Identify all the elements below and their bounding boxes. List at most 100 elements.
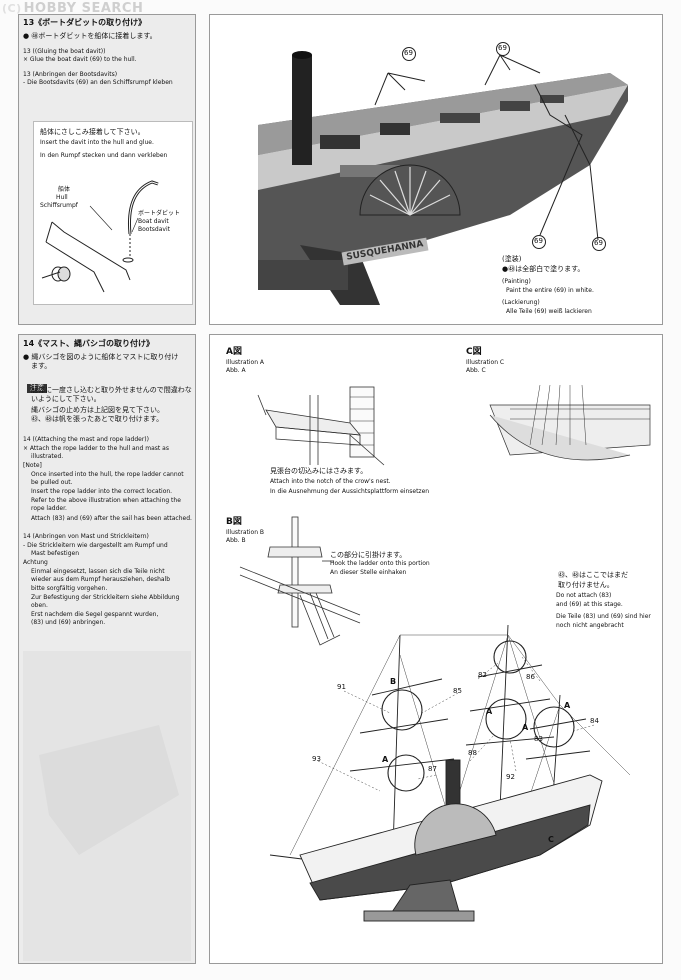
step13-illustration-panel: 69 69 69 69 SUSQUEHANNA (塗装) ●㊽は全部白で塗ります… <box>209 14 663 325</box>
step13-text-panel: 13《ボートダビットの取り付け》 ● ㊽ボートダビットを船体に接着します。 13… <box>18 14 196 325</box>
warn-en-1: Do not attach (83) <box>556 592 612 599</box>
illustration-a-drawing <box>257 386 385 466</box>
painting-en-head: (Painting) <box>502 278 531 285</box>
detail-letter-a-3: A <box>382 755 389 764</box>
part-82-label-1: 82 <box>478 671 487 679</box>
detail-letter-a-1: A <box>486 707 493 716</box>
davit-label-en: Boat davit <box>138 218 169 225</box>
painting-de-head: (Lackierung) <box>502 299 540 306</box>
step14-en-title: 14 ((Attaching the mast and rope ladder)… <box>23 436 149 443</box>
part-91-label: 91 <box>337 683 346 691</box>
detail-en: Insert the davit into the hull and glue. <box>40 139 154 146</box>
steamship-hull-drawing <box>258 51 628 305</box>
part-69-label-4: 69 <box>594 239 603 247</box>
de-note-4: Zur Befestigung der Strickleitern siehe … <box>31 594 180 601</box>
note-tag: 注意 <box>27 375 47 395</box>
part-84-label: 84 <box>590 717 599 725</box>
en-note-6: Attach (83) and (69) after the sail has … <box>31 515 192 522</box>
illustration-a-en: Illustration A <box>226 359 265 366</box>
illustration-c-title: C図 <box>466 347 482 357</box>
part-69-label-3: 69 <box>534 237 543 245</box>
hull-label-jp: 船体 <box>58 186 71 193</box>
en-note-head: [Note] <box>23 462 42 469</box>
step13-instruction-jp: ● ㊽ボートダビットを船体に接着します。 <box>23 32 157 40</box>
step13-en-text: × Glue the boat davit (69) to the hull. <box>23 56 137 63</box>
warn-jp-1: ㊸、㊽はここではまだ <box>558 571 628 579</box>
illustration-a-caption-de: In die Ausnehmung der Aussichtsplattform… <box>270 488 430 495</box>
part-87-label: 87 <box>428 765 437 773</box>
detail-letter-a-2: A <box>564 701 571 710</box>
detail-letter-b: B <box>390 677 397 686</box>
en-note-3: Insert the rope ladder into the correct … <box>31 488 173 495</box>
part-92-label: 92 <box>506 773 515 781</box>
part-69-label-1: 69 <box>404 49 413 57</box>
illustration-a-caption-jp: 見張台の切込みにはさみます。 <box>270 467 368 475</box>
illustration-b-caption-en: Hook the ladder onto this portion <box>330 560 430 567</box>
illustration-b-caption-jp: この部分に引掛けます。 <box>330 551 407 559</box>
en-note-2: be pulled out. <box>31 479 73 486</box>
step14-text-panel: 14《マスト、縄バシゴの取り付け》 ● 縄バシゴを図のように船体とマストに取り付… <box>18 334 196 964</box>
part-93-label: 93 <box>312 755 321 763</box>
illustration-b-title: B図 <box>226 517 242 527</box>
step13-detail-box: 船体にさしこみ接着して下さい。 Insert the davit into th… <box>33 121 193 305</box>
de-note-5: oben. <box>31 602 48 609</box>
step14-de-text-2: Mast befestigen <box>31 550 79 557</box>
davit-drawing <box>41 180 159 293</box>
faded-bleedthrough <box>23 651 191 961</box>
de-note-1: Einmal eingesetzt, lassen sich die Teile… <box>31 568 165 575</box>
note-jp-3: 縄バシゴの止め方は上記図を見て下さい。 <box>31 406 164 414</box>
part-86-label: 86 <box>526 673 535 681</box>
part-69-label-2: 69 <box>498 44 507 52</box>
illustration-c-en: Illustration C <box>466 359 505 366</box>
illustration-c-de: Abb. C <box>466 367 486 374</box>
detail-letter-a-4: A <box>522 723 529 732</box>
warn-de-1: Die Teile (83) und (69) sind hier <box>556 613 651 620</box>
step14-en-text-1: × Attach the rope ladder to the hull and… <box>23 445 169 452</box>
step14-en-text-2: illustrated. <box>31 453 64 460</box>
de-note-6: Erst nachdem die Segel gespannt wurden, <box>31 611 159 618</box>
step13-title: 13《ボートダビットの取り付け》 <box>23 18 147 27</box>
de-note-7: (83) und (69) anbringen. <box>31 619 106 626</box>
warn-jp-2: 取り付けません。 <box>558 581 614 589</box>
de-note-3: bitte sorgfältig vorgehen. <box>31 585 108 592</box>
step13-de-title: 13 (Anbringen der Bootsdavits) <box>23 71 118 78</box>
de-note-head: Achtung <box>23 559 48 566</box>
illustration-c-drawing <box>489 384 651 461</box>
part-88-label: 88 <box>468 749 477 757</box>
painting-jp: ●㊽は全部白で塗ります。 <box>502 265 585 273</box>
note-jp-2: いようにして下さい。 <box>31 395 101 403</box>
illustration-b-en: Illustration B <box>226 529 265 536</box>
en-note-4: Refer to the above illustration when att… <box>31 497 181 504</box>
note-jp-4: ㊸、㊽は帆を張ったあとで取り付けます。 <box>31 415 164 423</box>
note-jp-1: 船体に一度さし込むと取り外せませんので間違わな <box>31 386 192 394</box>
step14-title: 14《マスト、縄バシゴの取り付け》 <box>23 339 154 348</box>
illustration-a-title: A図 <box>226 347 242 357</box>
davit-label-de: Bootsdavit <box>138 226 170 233</box>
warn-en-2: and (69) at this stage. <box>556 601 623 608</box>
step14-de-title: 14 (Anbringen von Mast und Strickleitern… <box>23 533 149 540</box>
step14-de-text-1: - Die Strickleitern wie dargestellt am R… <box>23 542 168 549</box>
full-ship-drawing <box>269 624 631 922</box>
step13-en-title: 13 ((Gluing the boat davit)) <box>23 48 106 55</box>
hull-label-de: Schiffsrumpf <box>40 202 78 209</box>
painting-en: Paint the entire (69) in white. <box>506 287 594 294</box>
part-85-label: 85 <box>453 687 462 695</box>
illustration-b-caption-de: An dieser Stelle einhaken <box>330 569 407 576</box>
en-note-5: rope ladder. <box>31 505 67 512</box>
step14-illustration-panel: A図 Illustration A Abb. A 見張台の切込みにはさみます。 … <box>209 334 663 964</box>
part-83-label: 83 <box>534 735 543 743</box>
detail-jp: 船体にさしこみ接着して下さい。 <box>40 128 145 136</box>
step13-de-text: - Die Bootsdavits (69) an den Schiffsrum… <box>23 79 173 86</box>
step14-instr-jp-1: ● 縄バシゴを図のように船体とマストに取り付け <box>23 353 179 361</box>
watermark: (C)HOBBY SEARCH <box>2 1 144 16</box>
painting-de: Alle Teile (69) weiß lackieren <box>506 308 592 315</box>
illustration-b-drawing <box>239 516 361 646</box>
painting-jp-head: (塗装) <box>502 255 522 263</box>
warn-de-2: noch nicht angebracht <box>556 622 624 629</box>
step14-instr-jp-2: ます。 <box>31 362 52 370</box>
hull-label-en: Hull <box>56 194 68 201</box>
illustration-a-caption-en: Attach into the notch of the crow's nest… <box>270 478 391 485</box>
en-note-1: Once inserted into the hull, the rope la… <box>31 471 184 478</box>
davit-label-jp: ボートダビット <box>138 210 181 217</box>
detail-de: In den Rumpf stecken und dann verkleben <box>40 152 168 159</box>
